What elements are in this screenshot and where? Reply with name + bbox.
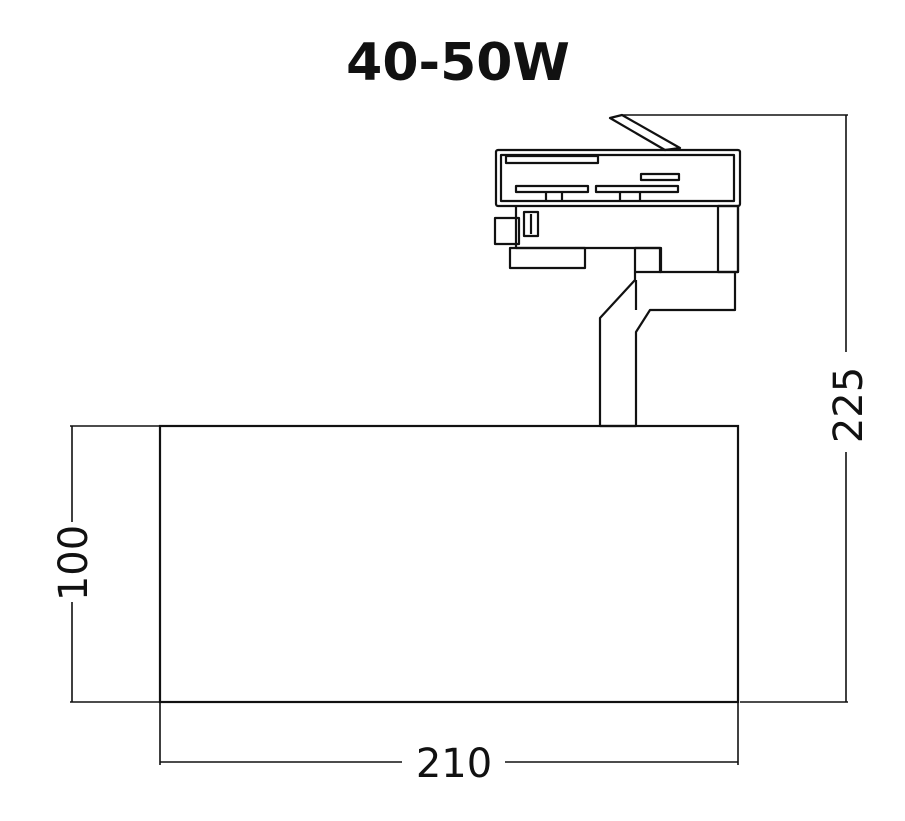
- adapter-slot-3: [514, 184, 590, 194]
- title: 40-50W: [346, 33, 570, 93]
- lamp-body: [158, 424, 740, 704]
- adapter-slot-ticks: [544, 192, 642, 200]
- adapter-housing: [494, 148, 742, 208]
- dimension-lines: [70, 114, 848, 765]
- dim-225-label: 225: [826, 367, 872, 443]
- adapter-contact: [508, 246, 587, 270]
- adapter-slot-2: [639, 172, 681, 182]
- lamp-body-outline: [158, 424, 740, 704]
- dim-210-label: 210: [416, 741, 492, 787]
- adapter-latch-pin: [522, 210, 540, 238]
- dim-100-label: 100: [51, 525, 97, 601]
- adapter-slot-1: [504, 154, 600, 165]
- adapter-small-block: [633, 246, 663, 274]
- adapter-side-block: [716, 204, 740, 274]
- adapter-slot-4: [594, 184, 680, 194]
- track-adapter: [493, 113, 742, 274]
- adapter-latch: [493, 216, 521, 246]
- arm-outline: [598, 272, 737, 428]
- adapter-lower-body: [514, 206, 740, 274]
- mounting-arm: [598, 272, 737, 428]
- adapter-lever: [608, 113, 682, 152]
- adapter-housing-inner: [499, 153, 736, 203]
